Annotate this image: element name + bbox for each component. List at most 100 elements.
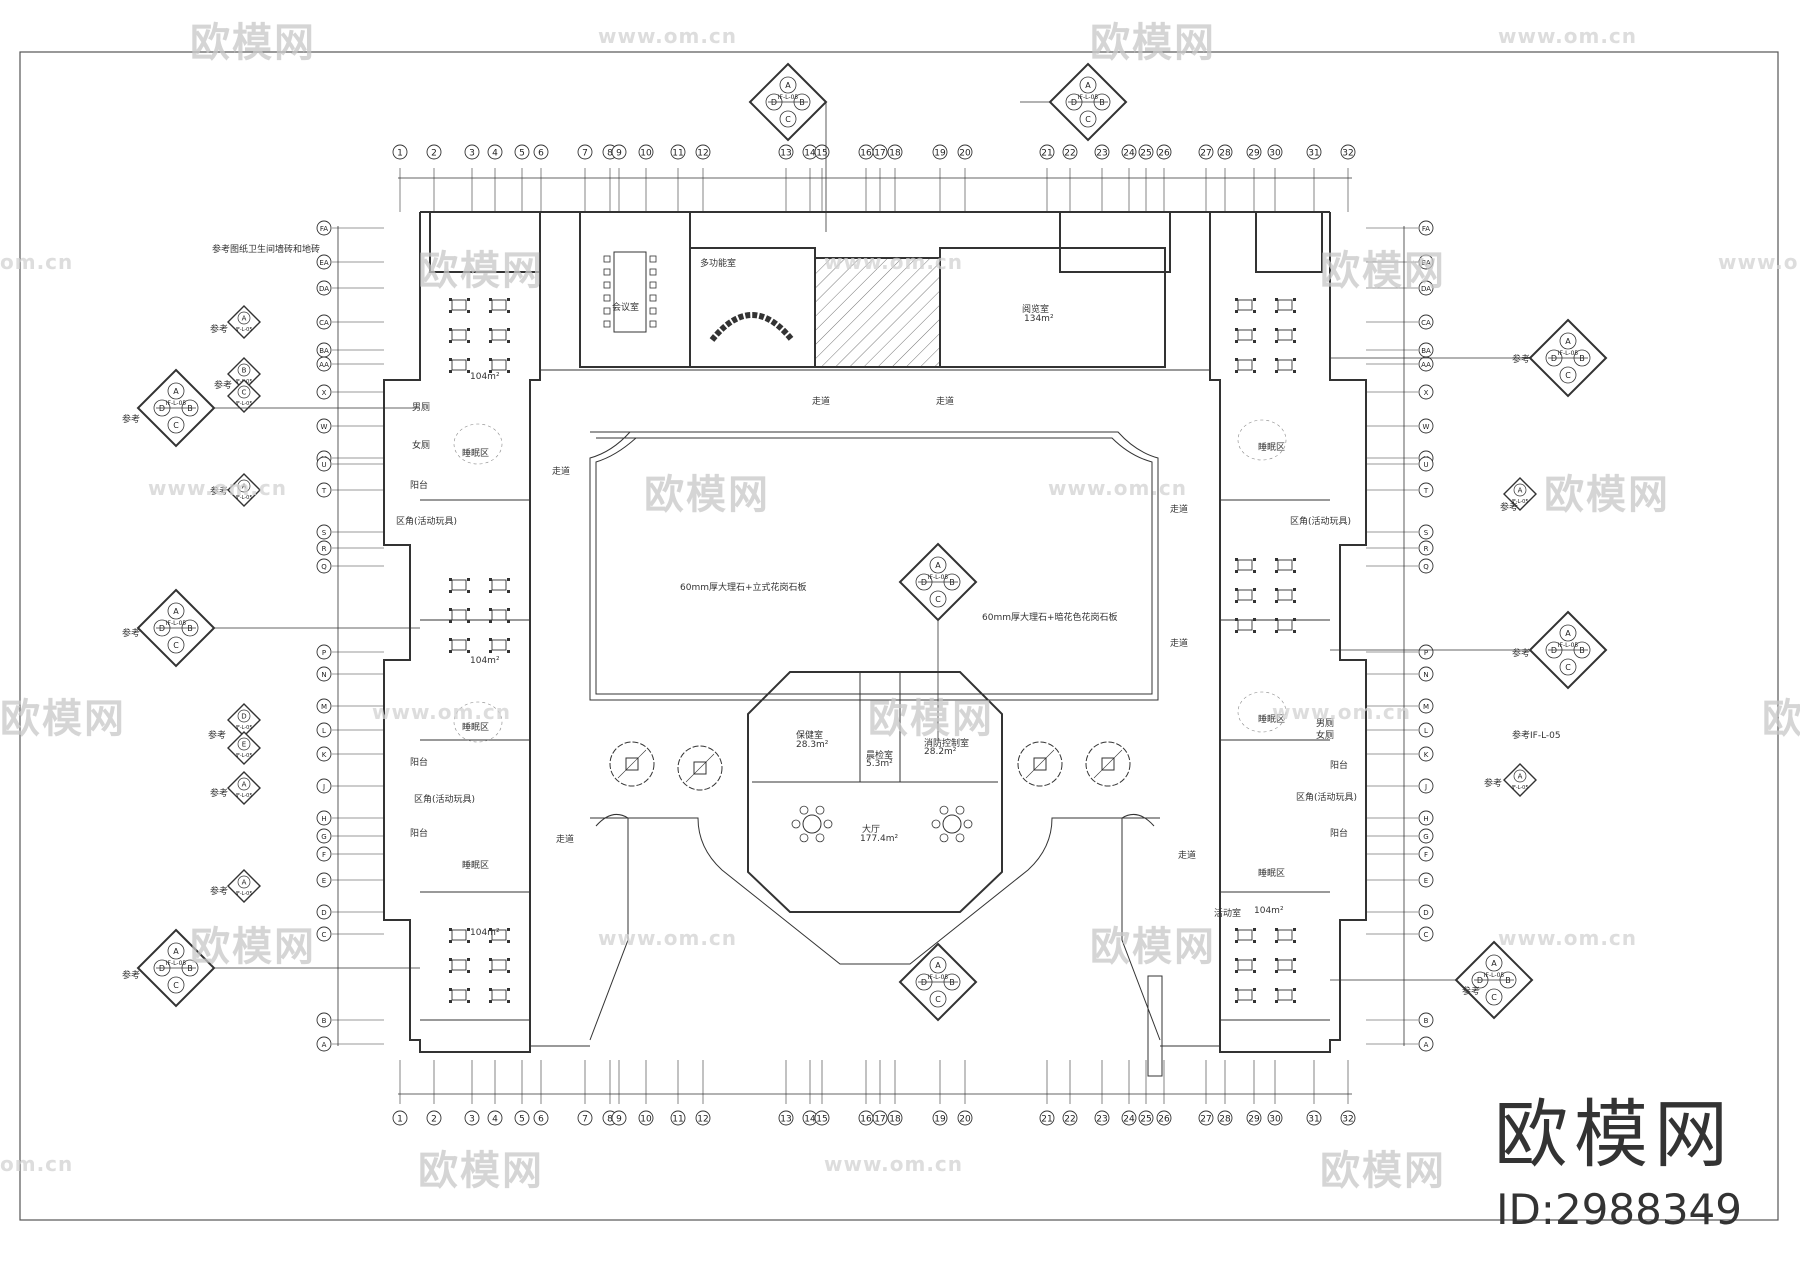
column-axis-label: 10 (640, 1115, 652, 1125)
chair (467, 340, 470, 343)
elevation-marker-letter: A (1565, 629, 1571, 638)
row-axis-label: E (322, 877, 326, 885)
small-marker-code: IF-L-05 (235, 793, 252, 799)
elevation-marker-letter: C (1565, 663, 1571, 672)
corridor-label-left-2: 走道 (556, 835, 575, 845)
elevation-marker-letter: A (173, 387, 179, 396)
chair (1275, 940, 1278, 943)
chair (489, 988, 492, 991)
chair (507, 340, 510, 343)
row-axis-label: FA (320, 225, 328, 233)
elevation-marker-circle (929, 990, 947, 1008)
ref-label-l2: 参考 (214, 381, 233, 391)
chair (489, 590, 492, 593)
activity-table (451, 959, 467, 971)
hall-chair (823, 819, 833, 829)
column-axis-label: 16 (860, 1115, 872, 1125)
activity-table (1237, 589, 1253, 601)
column-axis-label: 10 (640, 149, 652, 159)
column-axis-bubble (1062, 1110, 1078, 1126)
chair (1253, 558, 1256, 561)
row-axis-bubble (316, 356, 332, 372)
row-axis-label: H (1423, 815, 1428, 823)
elevation-marker-circle (1559, 658, 1577, 676)
elevation-marker-code: IF-L-05 (166, 620, 187, 627)
chair (1235, 600, 1238, 603)
column-axis-label: 32 (1342, 1115, 1353, 1125)
activity-table (1237, 329, 1253, 341)
watermark-logo: 欧模网 (1320, 1148, 1446, 1194)
health-room-area: 28.3m² (796, 740, 829, 750)
row-axis-label: S (322, 529, 327, 537)
row-axis-bubble (316, 926, 332, 942)
elevation-marker-letter: C (935, 995, 941, 1004)
row-axis-bubble (1418, 314, 1434, 330)
small-marker-circle (1513, 483, 1527, 497)
column-axis-bubble (1340, 1110, 1356, 1126)
elevation-index-markers: ABCDIF-L-05ABCDIF-L-05ABCDIF-L-05ABCDIF-… (136, 62, 1608, 1022)
chair (1275, 958, 1278, 961)
activity-table (491, 929, 507, 941)
watermark-url: om.cn (0, 250, 74, 274)
elevation-marker-circle (929, 556, 947, 574)
column-axis-label: 19 (934, 1115, 946, 1125)
chair (1293, 1000, 1296, 1003)
elevation-marker-code: IF-L-05 (1078, 94, 1099, 101)
courtyard-outline (589, 431, 1159, 701)
activity-table (1277, 959, 1293, 971)
chair (467, 970, 470, 973)
right-sleep-label-3: 睡眠区 (1258, 869, 1286, 879)
chair (1293, 558, 1296, 561)
small-marker-circle (237, 737, 251, 751)
row-axis-bubble (316, 746, 332, 762)
chair (1253, 340, 1256, 343)
drawing-frame (19, 51, 1779, 1221)
column-axis-bubble (778, 144, 794, 160)
elevation-marker-letter: A (935, 561, 941, 570)
chair (467, 928, 470, 931)
row-axis-label: M (321, 703, 327, 711)
column-axis-label: 29 (1248, 1115, 1260, 1125)
column-axis-label: 8 (607, 149, 613, 159)
column-axis-label: 28 (1219, 149, 1231, 159)
row-axis-bubble (316, 254, 332, 270)
activity-table (491, 959, 507, 971)
row-axis-label: L (322, 727, 326, 735)
column-axis-label: 17 (874, 1115, 885, 1125)
hall-chair (955, 805, 965, 815)
chair (1253, 588, 1256, 591)
chair (489, 358, 492, 361)
chair (1253, 618, 1256, 621)
chair (489, 298, 492, 301)
watermark-logo: 欧模网 (0, 696, 126, 742)
row-axis-bubble (316, 280, 332, 296)
watermark-logo: 欧模网 (190, 20, 316, 66)
tree-branch (1093, 749, 1123, 779)
column-axis-label: 6 (538, 1115, 544, 1125)
row-axis-bubble (316, 722, 332, 738)
column-axis-bubble (1217, 144, 1233, 160)
tree-branch (1025, 749, 1055, 779)
elevation-marker-letter: B (1579, 646, 1585, 655)
column-axis-label: 23 (1096, 1115, 1107, 1125)
chair (1253, 940, 1256, 943)
elevation-marker-letter: B (949, 578, 955, 587)
chair (1235, 928, 1238, 931)
row-axis-label: K (322, 751, 327, 759)
chair (489, 928, 492, 931)
column-axis-bubble (514, 1110, 530, 1126)
ref-label-l3: 参考 (122, 415, 141, 425)
left-stair-note-2: 区角(活动玩具) (414, 795, 476, 805)
column-axis-label: 4 (492, 1115, 498, 1125)
reading-room-area: 134m² (1024, 314, 1054, 324)
row-axis-bubble (316, 698, 332, 714)
chair (507, 578, 510, 581)
column-axis-label: 14 (804, 1115, 816, 1125)
column-axis-bubble (426, 144, 442, 160)
column-axis-label: 30 (1269, 149, 1281, 159)
activity-table (1237, 359, 1253, 371)
corridor-label-top-1: 走道 (812, 397, 831, 407)
row-axis-label: U (1423, 461, 1428, 469)
chair (1235, 940, 1238, 943)
reading-room-wall (939, 247, 1166, 368)
